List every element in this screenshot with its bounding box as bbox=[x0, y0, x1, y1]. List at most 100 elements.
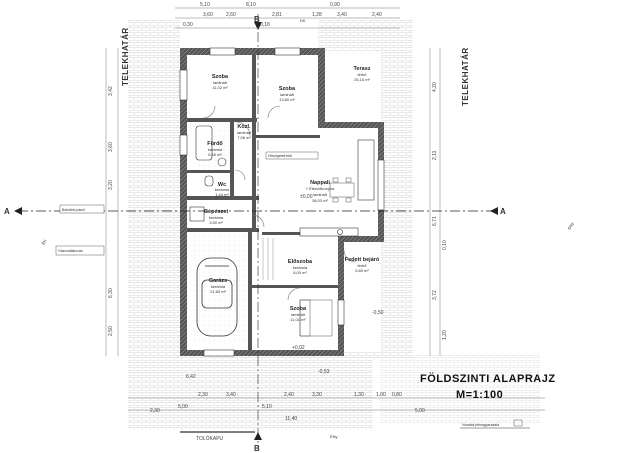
svg-text:0,30: 0,30 bbox=[183, 22, 193, 28]
svg-text:2,50: 2,50 bbox=[108, 326, 114, 336]
svg-text:kerámia: kerámia bbox=[208, 147, 223, 152]
windows bbox=[179, 47, 385, 357]
door-swings bbox=[202, 105, 357, 301]
driveway-paving bbox=[128, 355, 373, 430]
svg-text:21,60 m²: 21,60 m² bbox=[210, 289, 226, 294]
svg-text:3,30: 3,30 bbox=[312, 392, 322, 398]
svg-text:0,10: 0,10 bbox=[442, 240, 448, 250]
svg-text:6,30: 6,30 bbox=[108, 288, 114, 298]
top-dims-row2: 0,30 3,60 2,60 0,18 2,81 1,28 3,40 2,40 bbox=[183, 12, 382, 28]
right-dimension-lines bbox=[429, 48, 441, 356]
top-dims-row1: 5,10 8,10 0,90 bbox=[200, 2, 340, 8]
svg-text:4,20: 4,20 bbox=[432, 82, 438, 92]
side-paving-strip bbox=[380, 355, 540, 425]
svg-text:0,90: 0,90 bbox=[330, 2, 340, 8]
compass-dk: DK bbox=[300, 18, 306, 23]
svg-text:3,40: 3,40 bbox=[337, 12, 347, 18]
svg-text:3,60: 3,60 bbox=[203, 12, 213, 18]
svg-text:5,80 m²: 5,80 m² bbox=[355, 268, 369, 273]
svg-text:6,42: 6,42 bbox=[186, 374, 196, 380]
svg-text:Vonalak jelmagyarázata: Vonalak jelmagyarázata bbox=[462, 423, 499, 427]
section-b-top: B bbox=[254, 15, 260, 24]
svg-text:2,30: 2,30 bbox=[150, 408, 160, 414]
svg-text:laminált: laminált bbox=[237, 130, 252, 135]
svg-text:kerámia: kerámia bbox=[293, 265, 308, 270]
annotation-box-panel: Bekötési panel bbox=[59, 204, 105, 214]
svg-text:Fürdő: Fürdő bbox=[207, 141, 223, 147]
svg-text:+0,02: +0,02 bbox=[292, 345, 305, 351]
stair-steps bbox=[262, 238, 274, 280]
svg-text:3,72: 3,72 bbox=[432, 290, 438, 300]
svg-text:Gázcsatlakozás: Gázcsatlakozás bbox=[58, 249, 83, 253]
svg-text:8,00 m²: 8,00 m² bbox=[293, 270, 307, 275]
left-dims: 3,42 3,60 3,20 6,30 2,50 bbox=[108, 86, 114, 336]
bottom-dimension-lines bbox=[128, 397, 545, 411]
svg-text:1,20: 1,20 bbox=[442, 330, 448, 340]
svg-text:3,50 m²: 3,50 m² bbox=[209, 220, 223, 225]
svg-text:11,01 m²: 11,01 m² bbox=[290, 317, 306, 322]
svg-text:2,11: 2,11 bbox=[432, 150, 438, 160]
svg-text:laminált: laminált bbox=[291, 312, 306, 317]
svg-text:Szoba: Szoba bbox=[279, 86, 296, 92]
compass-eny: ÉNy bbox=[330, 434, 338, 439]
svg-text:Bekötési panel: Bekötési panel bbox=[62, 208, 85, 212]
svg-text:6,71: 6,71 bbox=[432, 216, 438, 226]
svg-text:3,60: 3,60 bbox=[108, 142, 114, 152]
svg-text:5,10: 5,10 bbox=[262, 404, 272, 410]
svg-text:Szoba: Szoba bbox=[290, 306, 307, 312]
svg-text:Wc: Wc bbox=[218, 182, 226, 188]
room-szoba-1: Szoba laminált 11,02 m² bbox=[212, 74, 229, 90]
room-kozl: Közl. laminált 7,06 m² bbox=[237, 124, 252, 140]
level-marks: ±0,00 -0,53 -0,50 +0,02 bbox=[292, 194, 384, 375]
svg-text:1,44 m²: 1,44 m² bbox=[215, 192, 229, 197]
svg-text:2,30: 2,30 bbox=[198, 392, 208, 398]
legend: Vonalak jelmagyarázata bbox=[460, 419, 530, 429]
plan-scale: M=1:100 bbox=[456, 389, 503, 401]
svg-text:0,80: 0,80 bbox=[392, 392, 402, 398]
svg-text:8,10: 8,10 bbox=[246, 2, 256, 8]
svg-text:laminált: laminált bbox=[313, 192, 328, 197]
svg-text:Közl.: Közl. bbox=[237, 124, 251, 130]
svg-text:Terasz: Terasz bbox=[353, 66, 370, 72]
kitchen-counter bbox=[299, 139, 375, 237]
room-szoba-3: Szoba laminált 11,01 m² bbox=[290, 306, 307, 322]
svg-text:kerámia: kerámia bbox=[211, 284, 226, 289]
svg-text:Hőszigetelt tető: Hőszigetelt tető bbox=[268, 154, 292, 158]
svg-text:38,03 m²: 38,03 m² bbox=[312, 198, 328, 203]
svg-text:1,00: 1,00 bbox=[376, 392, 386, 398]
room-wc: Wc kerámia 1,44 m² bbox=[215, 182, 230, 197]
section-a-left: A bbox=[4, 207, 10, 216]
svg-text:6,40 m²: 6,40 m² bbox=[208, 152, 222, 157]
svg-text:laminált: laminált bbox=[280, 92, 295, 97]
svg-text:3,20: 3,20 bbox=[108, 180, 114, 190]
svg-text:13,80 m²: 13,80 m² bbox=[279, 97, 295, 102]
room-nappali: Nappali + Étkezőkonyha laminált 38,03 m² bbox=[306, 180, 335, 203]
right-dims: 4,20 2,11 6,71 0,10 3,72 1,20 bbox=[432, 82, 448, 340]
svg-text:Előszoba: Előszoba bbox=[288, 259, 313, 265]
room-terasz: Terasz térkő 26,15 m² bbox=[353, 66, 370, 82]
svg-text:11,02 m²: 11,02 m² bbox=[212, 85, 228, 90]
bed bbox=[299, 299, 333, 337]
svg-text:26,15 m²: 26,15 m² bbox=[354, 77, 370, 82]
svg-text:1,28: 1,28 bbox=[312, 12, 322, 18]
room-furdo: Fürdő kerámia 6,40 m² bbox=[207, 141, 223, 157]
svg-text:±0,00: ±0,00 bbox=[300, 194, 313, 200]
svg-text:térkő: térkő bbox=[358, 72, 368, 77]
svg-text:3,40: 3,40 bbox=[226, 392, 236, 398]
top-dimension-lines bbox=[175, 7, 400, 29]
svg-text:11,40: 11,40 bbox=[285, 416, 297, 422]
svg-text:kerámia: kerámia bbox=[215, 187, 230, 192]
svg-text:-0,50: -0,50 bbox=[372, 310, 384, 316]
plan-title: FÖLDSZINTI ALAPRAJZ bbox=[420, 372, 556, 385]
svg-text:Gépészet: Gépészet bbox=[204, 209, 229, 215]
section-line-b bbox=[254, 14, 262, 448]
garage-tiles bbox=[190, 232, 248, 344]
svg-text:5,00: 5,00 bbox=[415, 408, 425, 414]
boundary-label-right: TELEKHATÁR bbox=[461, 47, 470, 106]
svg-text:2,40: 2,40 bbox=[372, 12, 382, 18]
room-szoba-2: Szoba laminált 13,80 m² bbox=[279, 86, 296, 102]
svg-text:2,40: 2,40 bbox=[284, 392, 294, 398]
left-dimension-lines bbox=[105, 48, 119, 356]
compass-ek: ÉK bbox=[41, 238, 48, 245]
